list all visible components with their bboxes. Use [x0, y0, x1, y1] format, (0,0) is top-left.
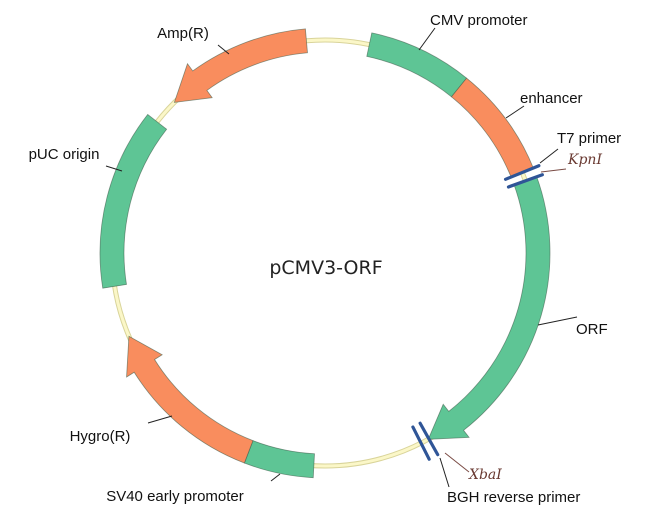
site-mark-xbai-2 — [411, 425, 431, 461]
restriction-sites — [411, 164, 544, 461]
leader-t7-primer — [539, 148, 559, 164]
label-cmv-promoter: CMV promoter — [430, 12, 528, 29]
feature-hygro-r — [126, 335, 254, 464]
label-puc-origin: pUC origin — [29, 146, 100, 163]
label-enhancer: enhancer — [520, 90, 583, 107]
features — [99, 28, 551, 479]
leader-bgh-reverse-primer — [439, 457, 450, 488]
label-sv40-early-promoter: SV40 early promoter — [106, 488, 244, 505]
leader-puc-origin — [105, 165, 123, 172]
leader-xbai — [444, 452, 470, 473]
site-mark-xbai-1 — [418, 421, 440, 457]
site-mark-kpni-1 — [503, 164, 541, 181]
site-mark-kpni-2 — [506, 173, 544, 189]
label-orf: ORF — [576, 321, 608, 338]
label-kpni: KpnI — [567, 152, 602, 168]
plasmid-name: pCMV3-ORF — [269, 257, 382, 279]
feature-puc-origin — [99, 113, 168, 289]
label-bgh-reverse-primer: BGH reverse primer — [447, 489, 580, 506]
leader-lines — [105, 27, 578, 488]
feature-orf — [427, 175, 551, 440]
leader-kpni — [540, 168, 567, 173]
leader-orf — [537, 316, 578, 326]
labels: pCMV3-ORF CMV promoter enhancer T7 primerK… — [29, 12, 622, 506]
label-t7-primer: T7 primer — [557, 130, 621, 147]
label-xbai: XbaI — [468, 467, 502, 483]
label-hygro-r: Hygro(R) — [70, 428, 131, 445]
leader-sv40-early-promoter — [270, 473, 281, 482]
feature-sv40-early-promoter — [243, 440, 315, 479]
label-amp-r: Amp(R) — [157, 25, 209, 42]
leader-amp-r — [217, 44, 230, 55]
leader-cmv-promoter — [418, 27, 436, 51]
feature-amp-r — [173, 28, 308, 103]
leader-hygro-r — [147, 415, 173, 424]
feature-cmv-promoter — [366, 32, 468, 98]
leader-enhancer — [505, 105, 525, 119]
